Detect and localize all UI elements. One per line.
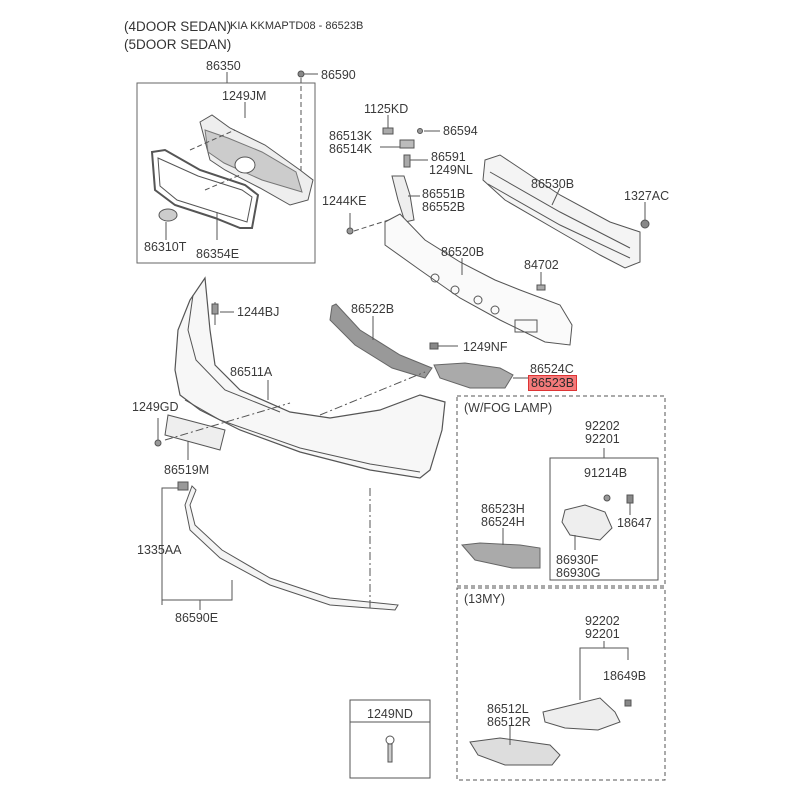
part-label[interactable]: 86530B xyxy=(531,177,575,191)
part-label[interactable]: 18647 xyxy=(617,516,652,530)
13my-heading: (13MY) xyxy=(464,592,505,606)
fog-cover-grille-part xyxy=(433,362,514,389)
part-label[interactable]: 1327AC xyxy=(624,189,670,203)
part-label[interactable]: 86310T xyxy=(144,240,187,254)
part-label[interactable]: 1249ND xyxy=(367,707,413,721)
part-label[interactable]: 86524C xyxy=(530,362,574,376)
fog-lamp-group-box xyxy=(456,395,666,587)
part-label[interactable]: 84702 xyxy=(524,258,559,272)
part-label[interactable]: 86513K xyxy=(329,129,373,143)
part-label[interactable]: 92202 xyxy=(585,419,620,433)
part-label[interactable]: 86512L xyxy=(487,702,529,716)
part-label[interactable]: 86590E xyxy=(175,611,219,625)
part-label[interactable]: 92201 xyxy=(585,432,620,446)
lower-lip-part xyxy=(184,485,399,611)
drl-cover-part xyxy=(469,737,561,766)
part-label[interactable]: 86551B xyxy=(422,187,466,201)
part-label[interactable]: 86594 xyxy=(443,124,478,138)
lower-grille-strip-part xyxy=(329,303,433,379)
part-label[interactable]: 86514K xyxy=(329,142,373,156)
diagram-title: KIA KKMAPTD08 - 86523B xyxy=(230,20,364,32)
license-bracket-part xyxy=(164,414,226,451)
part-label[interactable]: 86590 xyxy=(321,68,356,82)
13my-group-box xyxy=(456,587,666,781)
part-label[interactable]: 86930G xyxy=(556,566,601,580)
part-label[interactable]: 1249GD xyxy=(132,400,179,414)
grille-group-box xyxy=(136,82,316,264)
energy-absorber-part xyxy=(384,213,573,346)
part-label[interactable]: 86519M xyxy=(164,463,210,477)
fog-lamp-heading: (W/FOG LAMP) xyxy=(464,401,553,415)
part-label[interactable]: 86523H xyxy=(481,502,525,516)
bumper-beam-part xyxy=(482,154,641,269)
part-label[interactable]: 1125KD xyxy=(364,102,409,116)
bumper-cover-part xyxy=(174,276,446,479)
part-label[interactable]: 1249NF xyxy=(463,340,508,354)
part-label[interactable]: 91214B xyxy=(584,466,628,480)
fog-lamp-part xyxy=(561,504,613,541)
part-label[interactable]: 1244BJ xyxy=(237,305,280,319)
part-label[interactable]: 1335AA xyxy=(137,543,182,557)
highlighted-part-label[interactable]: 86523B xyxy=(528,375,578,391)
part-label[interactable]: 1244KE xyxy=(322,194,367,208)
part-label[interactable]: 86591 xyxy=(431,150,466,164)
part-label[interactable]: 86354E xyxy=(196,247,240,261)
part-label[interactable]: 86512R xyxy=(487,715,531,729)
grille-surround-part xyxy=(150,148,260,229)
1249nd-box xyxy=(349,699,431,779)
part-label[interactable]: 1249JM xyxy=(222,89,267,103)
radiator-grille-part xyxy=(199,114,314,206)
part-label[interactable]: 86524H xyxy=(481,515,525,529)
emblem-part xyxy=(158,208,178,222)
drl-lamp-part xyxy=(542,697,621,731)
fog-grille-part xyxy=(460,542,541,569)
part-label[interactable]: 86930F xyxy=(556,553,599,567)
part-label[interactable]: 86511A xyxy=(230,365,273,379)
part-label[interactable]: 86522B xyxy=(351,302,395,316)
part-label[interactable]: 18649B xyxy=(603,669,647,683)
part-label[interactable]: 86350 xyxy=(206,59,241,73)
variant-5door: (5DOOR SEDAN) xyxy=(124,37,232,52)
part-label[interactable]: 1249NL xyxy=(429,163,473,177)
part-label[interactable]: 86552B xyxy=(422,200,466,214)
part-label[interactable]: 92201 xyxy=(585,627,620,641)
part-label[interactable]: 92202 xyxy=(585,614,620,628)
variant-4door: (4DOOR SEDAN) xyxy=(124,19,232,34)
part-label[interactable]: 86520B xyxy=(441,245,485,259)
